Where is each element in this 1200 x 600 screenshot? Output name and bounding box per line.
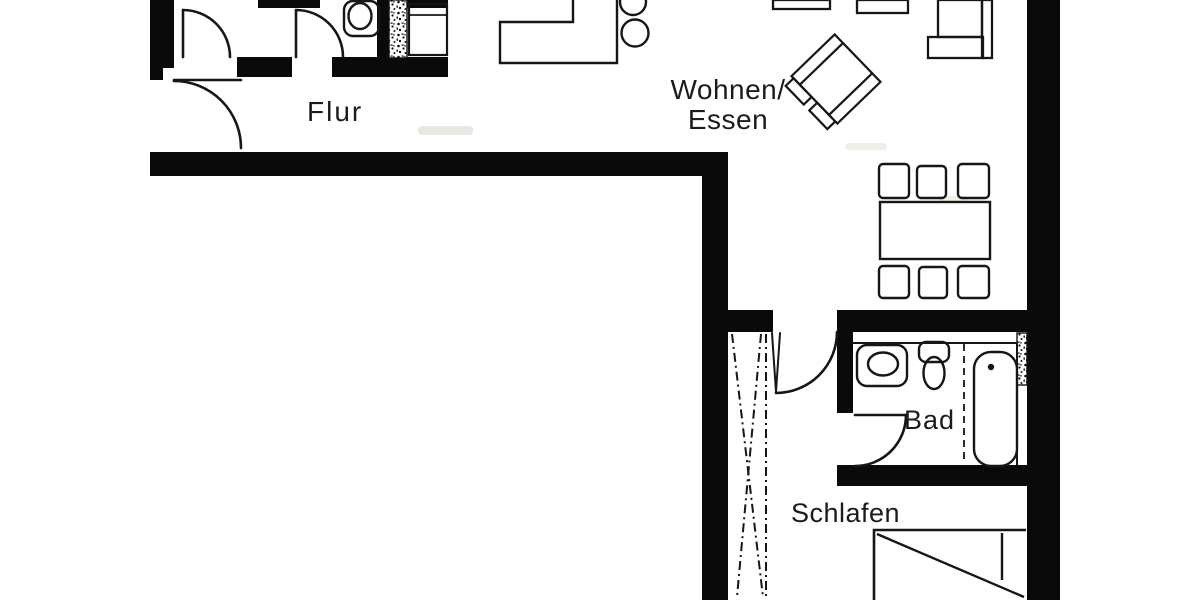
room-label-schlafen: Schlafen (791, 498, 901, 528)
built-in-wardrobe (731, 333, 767, 599)
door-top-room (181, 8, 232, 59)
washbasin-bowl-icon (866, 351, 900, 377)
sideboard (771, 0, 832, 11)
toilet-bowl-icon (347, 1, 373, 31)
door-wc (294, 8, 345, 59)
washbasin-cabinet (407, 2, 449, 57)
doors (172, 8, 908, 468)
bed-diagonal-line (876, 532, 1025, 599)
room-label-bad: Bad (904, 405, 956, 435)
sideboard (855, 0, 910, 15)
dining-chair (917, 265, 949, 300)
bathroom-fixtures (853, 340, 1019, 468)
door-bad (853, 413, 908, 468)
dining-set (877, 162, 992, 300)
room-label-wohnen-line1: Wohnen/ (670, 74, 786, 105)
door-hall (771, 330, 839, 395)
double-bed (872, 528, 1026, 600)
wall-mid-a (728, 310, 773, 332)
sofa (926, 0, 994, 60)
toilet-top (342, 0, 381, 38)
bathtub (972, 350, 1019, 468)
washbasin (855, 343, 909, 388)
cooktop-burner (618, 0, 648, 17)
dining-chair (877, 162, 911, 200)
walls (150, 0, 1060, 600)
room-label-wohnen-line2: Essen (687, 104, 769, 135)
dining-chair (956, 264, 991, 300)
toilet-bowl-icon (922, 355, 946, 391)
toilet-tank (917, 340, 951, 364)
wall-top-band-a (237, 57, 292, 77)
dining-chair (877, 264, 911, 300)
wall-right-exterior (1027, 0, 1060, 600)
kitchen (498, 0, 650, 65)
wall-top-band-b (332, 57, 448, 77)
wall-flur-south (150, 152, 728, 176)
dining-chair (915, 164, 948, 200)
wall-lower-left (702, 176, 728, 600)
kitchen-counter (498, 0, 619, 65)
hatched-wall-bath (1016, 332, 1028, 386)
living-furniture (771, 0, 994, 300)
wall-left-exterior (150, 0, 174, 80)
bathtub-drain-icon (987, 363, 995, 371)
dining-chair (956, 162, 991, 200)
dining-table (878, 200, 992, 261)
wall-mid-b (837, 310, 1027, 332)
hatched-wall-wc (388, 0, 408, 59)
lounge-chair (784, 32, 883, 131)
room-label-flur: Flur (307, 96, 364, 127)
cooktop-burner (620, 18, 650, 48)
wall-bad-south (837, 465, 1027, 486)
room-label-wohnen-essen: Wohnen/ Essen (663, 75, 793, 135)
wall-top-edge-fragment (258, 0, 320, 8)
wc-fixtures (342, 0, 449, 57)
wall-bad-left (837, 332, 853, 413)
entrance-door (172, 78, 243, 150)
